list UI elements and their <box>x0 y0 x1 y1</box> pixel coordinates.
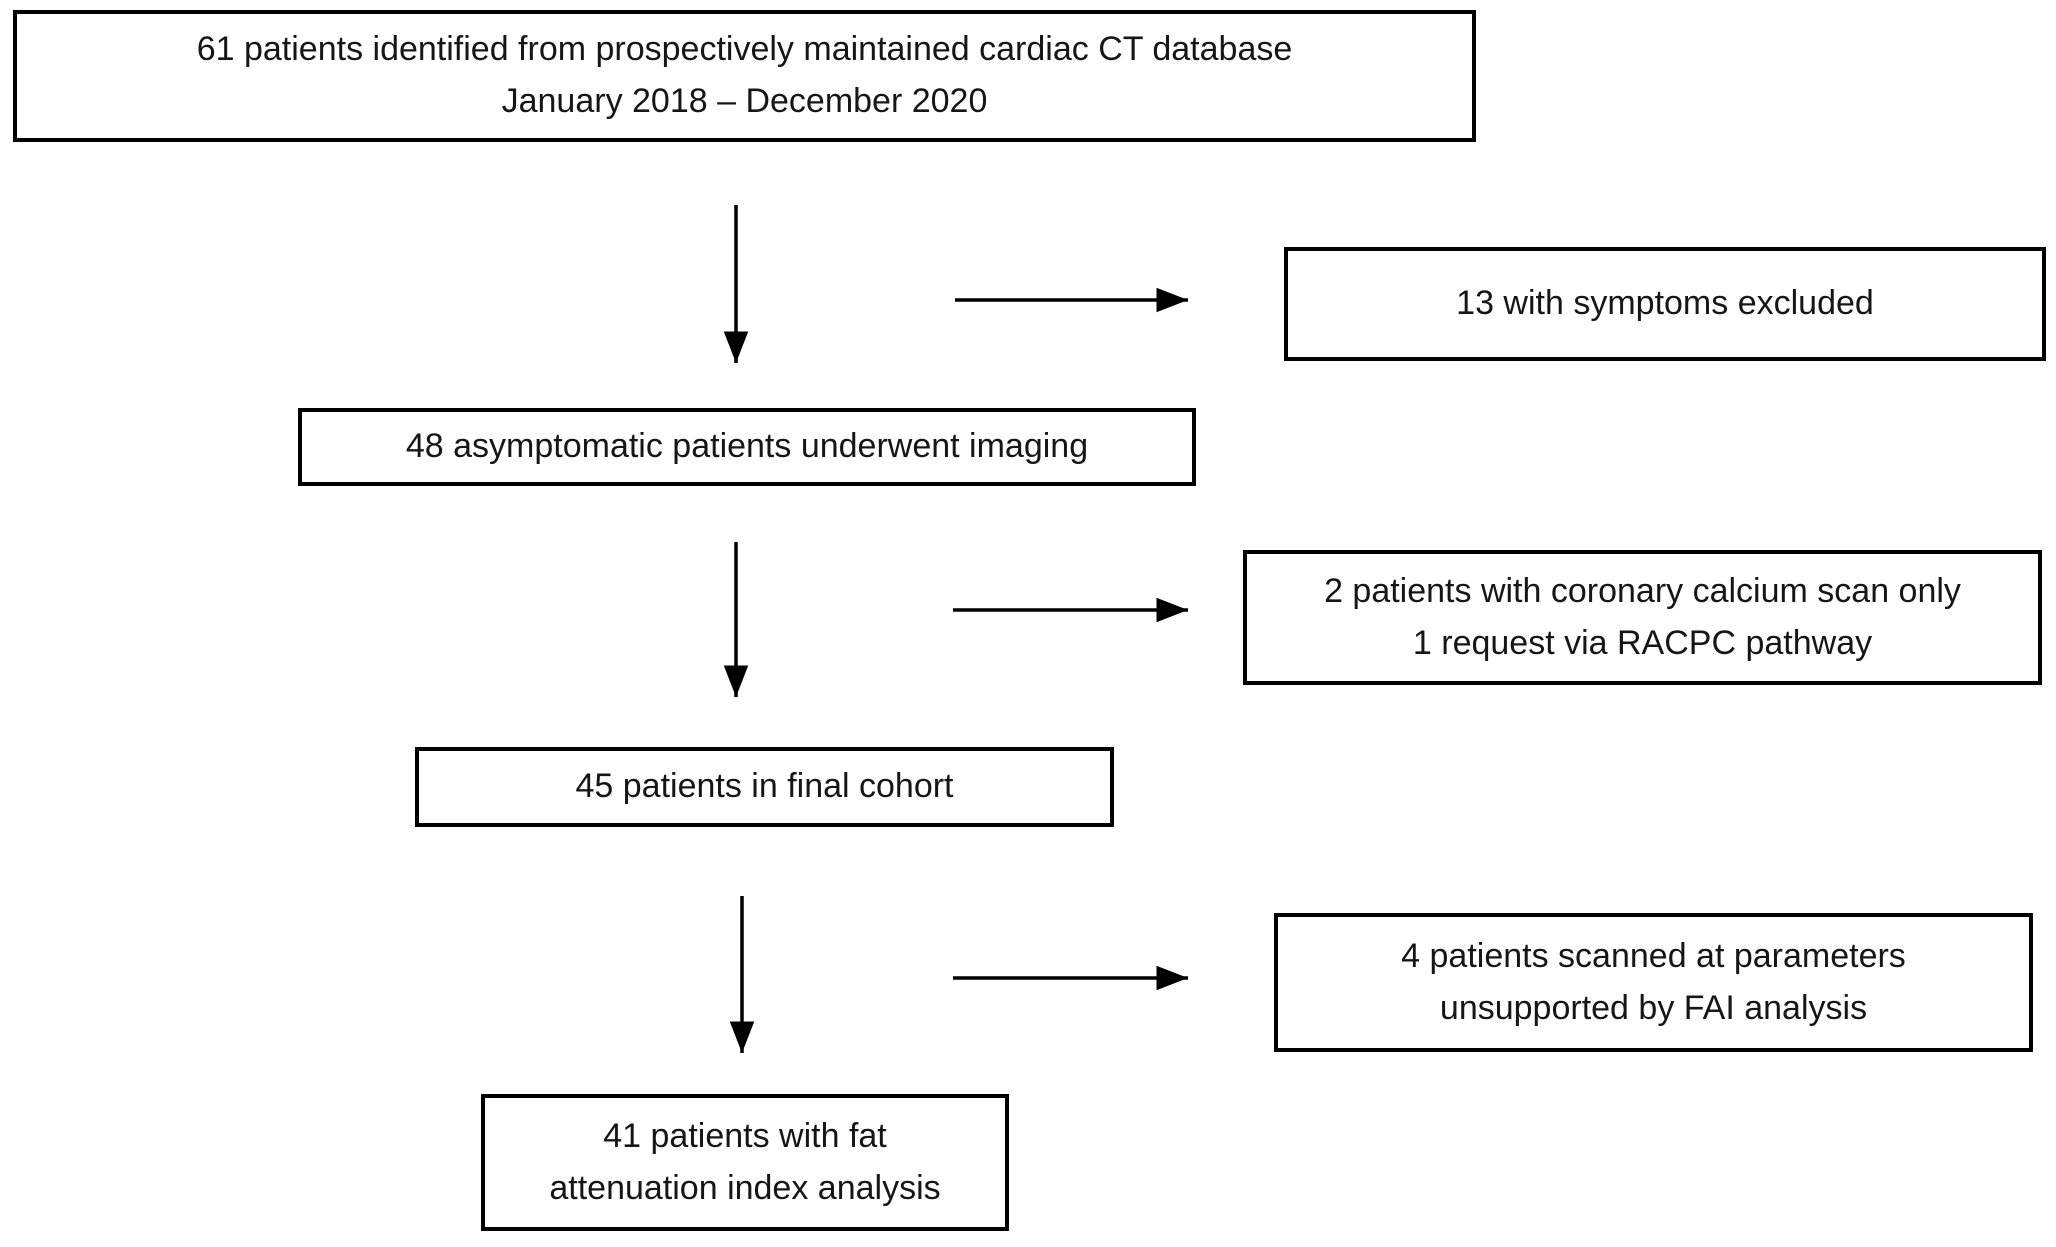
flow-box-text-line: 45 patients in final cohort <box>575 767 954 806</box>
flow-box-excluded-fai: 4 patients scanned at parameters unsuppo… <box>1274 913 2033 1052</box>
flow-box-final-cohort: 45 patients in final cohort <box>415 747 1114 827</box>
flow-box-text-line: January 2018 – December 2020 <box>501 82 988 120</box>
flow-box-text-line: 41 patients with fat <box>603 1116 887 1155</box>
flow-box-text-line: attenuation index analysis <box>549 1168 941 1207</box>
flow-box-text-line: 1 request via RACPC pathway <box>1412 623 1873 662</box>
flow-box-text-line: 61 patients identified from prospectivel… <box>196 30 1293 69</box>
flow-box-text-line: 13 with symptoms excluded <box>1456 284 1874 323</box>
flow-box-text-line: 48 asymptomatic patients underwent imagi… <box>405 427 1089 466</box>
flow-box-text-line: unsupported by FAI analysis <box>1439 988 1868 1027</box>
flow-box-fai-analysis: 41 patients with fat attenuation index a… <box>481 1094 1009 1231</box>
flow-box-text-line: 2 patients with coronary calcium scan on… <box>1324 571 1961 610</box>
flow-box-asymptomatic: 48 asymptomatic patients underwent imagi… <box>298 408 1196 486</box>
flow-box-excluded-symptoms: 13 with symptoms excluded <box>1284 247 2046 361</box>
flow-box-excluded-calcium: 2 patients with coronary calcium scan on… <box>1243 550 2042 685</box>
flow-box-identified: 61 patients identified from prospectivel… <box>13 10 1476 142</box>
flow-box-text-line: 4 patients scanned at parameters <box>1401 936 1906 975</box>
